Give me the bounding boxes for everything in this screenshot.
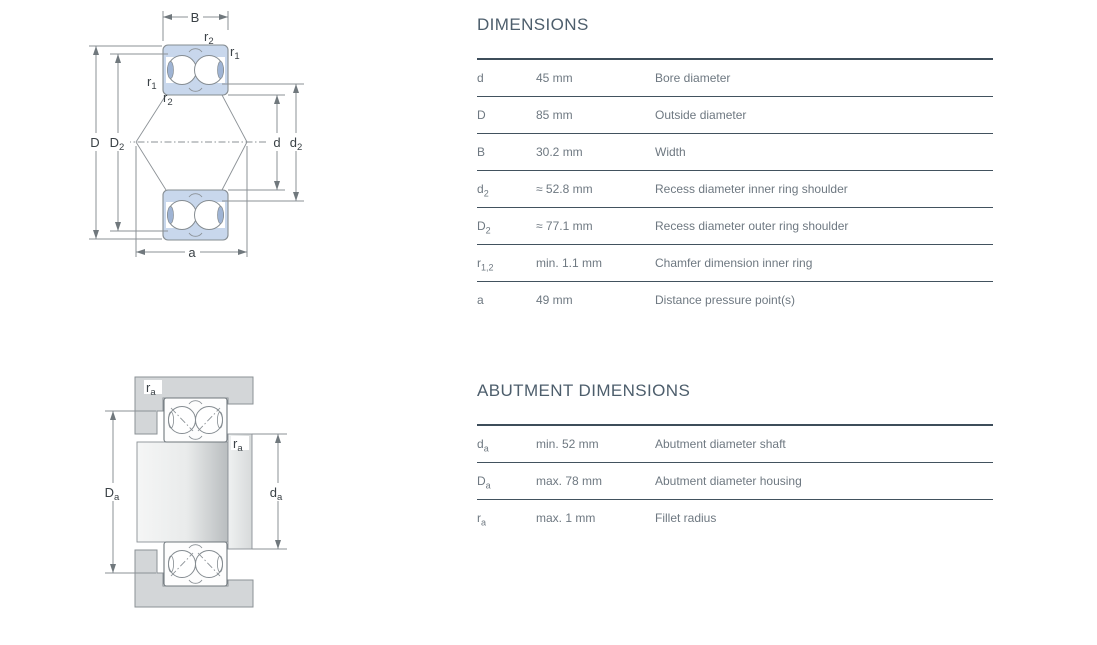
table-row: d2 ≈ 52.8 mm Recess diameter inner ring …: [477, 171, 993, 208]
table-row: D2 ≈ 77.1 mm Recess diameter outer ring …: [477, 208, 993, 245]
description-cell: Outside diameter: [655, 108, 747, 122]
description-cell: Abutment diameter housing: [655, 474, 802, 488]
dim-label-r2-left: r2: [163, 90, 173, 108]
table-row: a 49 mm Distance pressure point(s): [477, 282, 993, 318]
value-cell: 49 mm: [536, 293, 573, 307]
table-row: d 45 mm Bore diameter: [477, 60, 993, 97]
description-cell: Recess diameter inner ring shoulder: [655, 182, 848, 196]
symbol-cell: Da: [477, 474, 491, 491]
symbol-cell: a: [477, 293, 484, 307]
housing-bottom: [134, 549, 254, 608]
dim-label-r1-right: r1: [230, 44, 240, 62]
dim-label-r2-top: r2: [204, 29, 214, 47]
dimensions-section: DIMENSIONS d 45 mm Bore diameter D 85 mm…: [477, 14, 993, 318]
symbol-cell: D: [477, 108, 486, 122]
value-cell: ≈ 77.1 mm: [536, 219, 593, 233]
spec-content: DIMENSIONS d 45 mm Bore diameter D 85 mm…: [477, 14, 993, 536]
value-cell: ≈ 52.8 mm: [536, 182, 593, 196]
dim-label-D: D: [90, 135, 99, 150]
description-cell: Bore diameter: [655, 71, 731, 85]
dim-label-d: d: [273, 135, 280, 150]
value-cell: max. 78 mm: [536, 474, 603, 488]
dimensions-table: d 45 mm Bore diameter D 85 mm Outside di…: [477, 58, 993, 318]
dim-label-B: B: [191, 10, 200, 25]
table-row: da min. 52 mm Abutment diameter shaft: [477, 426, 993, 463]
symbol-cell: r1,2: [477, 256, 494, 273]
housing-top: [134, 376, 254, 435]
shaft-shoulder: [227, 433, 253, 550]
description-cell: Width: [655, 145, 686, 159]
symbol-cell: D2: [477, 219, 491, 236]
symbol-cell: d: [477, 71, 484, 85]
symbol-cell: d2: [477, 182, 489, 199]
bearing-cross-section-diagram: B r2 r1 r1 r2 D D2 d d2 a: [86, 9, 307, 260]
table-row: Da max. 78 mm Abutment diameter housing: [477, 463, 993, 500]
value-cell: min. 1.1 mm: [536, 256, 603, 270]
table-row: D 85 mm Outside diameter: [477, 97, 993, 134]
description-cell: Chamfer dimension inner ring: [655, 256, 813, 270]
shaft: [136, 441, 229, 543]
description-cell: Distance pressure point(s): [655, 293, 796, 307]
description-cell: Abutment diameter shaft: [655, 437, 786, 451]
table-row: B 30.2 mm Width: [477, 134, 993, 171]
technical-diagrams: B r2 r1 r1 r2 D D2 d d2 a: [86, 9, 307, 608]
value-cell: 45 mm: [536, 71, 573, 85]
dimensions-title: DIMENSIONS: [477, 15, 589, 34]
dim-label-Da: Da: [105, 485, 120, 503]
description-cell: Fillet radius: [655, 511, 717, 525]
table-row: r1,2 min. 1.1 mm Chamfer dimension inner…: [477, 245, 993, 282]
symbol-cell: ra: [477, 511, 487, 528]
value-cell: 30.2 mm: [536, 145, 583, 159]
abutment-dimensions-table: da min. 52 mm Abutment diameter shaft Da…: [477, 424, 993, 536]
abutment-dimensions-title: ABUTMENT DIMENSIONS: [477, 381, 691, 400]
dim-label-D2: D2: [110, 135, 125, 153]
dim-label-a: a: [188, 245, 196, 260]
value-cell: min. 52 mm: [536, 437, 599, 451]
mounting-abutment-diagram: ra ra Da da: [101, 376, 289, 608]
dim-label-d2: d2: [290, 135, 303, 153]
abutment-dimensions-section: ABUTMENT DIMENSIONS da min. 52 mm Abutme…: [477, 380, 993, 536]
symbol-cell: B: [477, 145, 486, 159]
symbol-cell: da: [477, 437, 489, 454]
description-cell: Recess diameter outer ring shoulder: [655, 219, 849, 233]
dim-label-ra-mid: ra: [233, 436, 243, 454]
dim-label-da: da: [270, 485, 283, 503]
value-cell: max. 1 mm: [536, 511, 596, 525]
value-cell: 85 mm: [536, 108, 573, 122]
dim-label-ra-top: ra: [146, 380, 156, 398]
table-row: ra max. 1 mm Fillet radius: [477, 500, 993, 536]
dim-label-r1-left: r1: [147, 74, 157, 92]
